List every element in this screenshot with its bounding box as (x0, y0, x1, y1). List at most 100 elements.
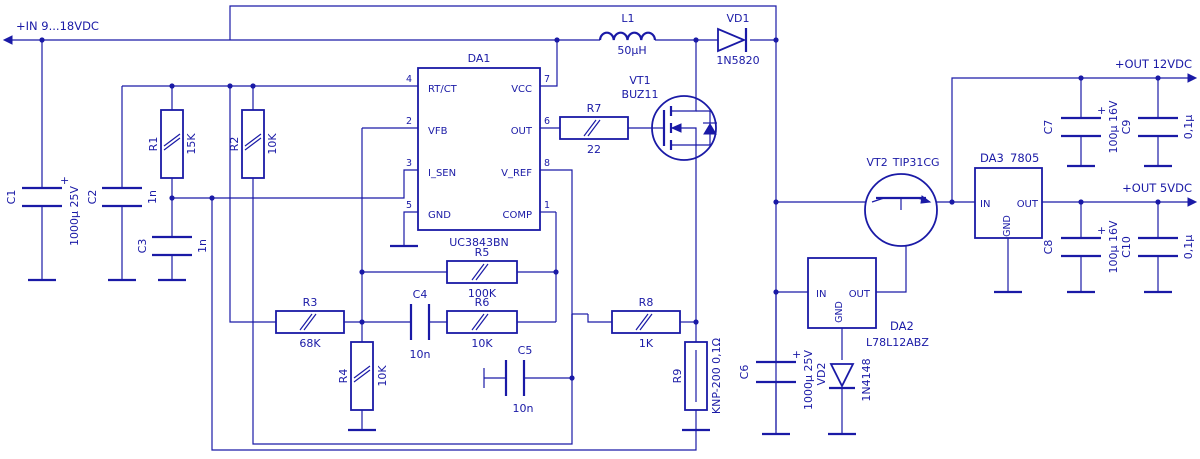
c5-ref: C5 (518, 344, 533, 357)
c3-ref: C3 (136, 239, 149, 254)
pin-label-vref: V_REF (501, 168, 532, 179)
pin-label-comp: COMP (502, 210, 532, 221)
capacitor-c10: C10 0,1µ (1120, 235, 1195, 260)
da2-ref: DA2 (890, 319, 914, 333)
r2-value: 10K (266, 133, 279, 155)
pin-number: 1 (544, 200, 550, 211)
r7-value: 22 (587, 143, 601, 156)
capacitor-c5: C5 10n (504, 344, 534, 415)
c7-polarity: + (1097, 104, 1106, 117)
da2-pin-in: IN (816, 289, 826, 300)
pin-number: 4 (406, 74, 412, 85)
r7-ref: R7 (587, 102, 602, 115)
resistor-r3: R3 68K (275, 296, 345, 350)
resistor-r6: R6 10K (446, 296, 518, 350)
c6-ref: C6 (738, 365, 751, 380)
ic-da2: IN OUT GND DA2 L78L12ABZ (807, 257, 929, 349)
r8-ref: R8 (639, 296, 654, 309)
c8-value: 100µ 16V (1107, 220, 1120, 273)
r5-ref: R5 (475, 246, 490, 259)
c5-value: 10n (513, 402, 534, 415)
input-label: +IN 9...18VDC (16, 19, 99, 33)
r4-ref: R4 (337, 369, 350, 384)
c9-ref: C9 (1120, 120, 1133, 135)
out5-label: +OUT 5VDC (1122, 181, 1192, 195)
junctions (39, 37, 1161, 381)
resistor-r5: R5 100K (446, 246, 518, 300)
c3-value: 1n (196, 239, 209, 253)
c8-polarity: + (1097, 224, 1106, 237)
resistor-r4: R4 10K (337, 341, 389, 411)
c9-value: 0,1µ (1182, 115, 1195, 140)
capacitor-c6: + C6 1000µ 25V (738, 348, 815, 410)
c6-polarity: + (792, 348, 801, 361)
ground-symbols (28, 164, 1172, 436)
r9-ref: R9 (671, 369, 684, 384)
c1-ref: C1 (5, 190, 18, 205)
capacitor-c8: + C8 100µ 16V (1042, 220, 1120, 273)
c1-polarity: + (60, 174, 69, 187)
r5-value: 100K (468, 287, 497, 300)
c2-value: 1n (146, 190, 159, 204)
c8-ref: C8 (1042, 240, 1055, 255)
c4-value: 10n (410, 348, 431, 361)
da3-part: 7805 (1010, 151, 1039, 165)
vd2-value: 1N4148 (860, 358, 873, 401)
r3-ref: R3 (303, 296, 318, 309)
da3-pin-gnd: GND (1002, 215, 1013, 237)
power-out12: +OUT 12VDC (1115, 57, 1198, 83)
vd1-value: 1N5820 (716, 54, 759, 67)
c4-ref: C4 (413, 288, 428, 301)
da2-part: L78L12ABZ (866, 336, 929, 349)
input-arrow-icon (2, 35, 13, 45)
r9-value: KNP-200 0,1Ω (710, 338, 723, 414)
r4-value: 10K (376, 365, 389, 387)
l1-ref: L1 (621, 12, 634, 25)
pin-label-out: OUT (511, 126, 533, 137)
c2-ref: C2 (86, 190, 99, 205)
pin-number: 2 (406, 116, 412, 127)
power-input: +IN 9...18VDC (2, 19, 99, 45)
vt1-ref: VT1 (629, 74, 650, 87)
resistor-r2: R2 10K (228, 109, 279, 179)
l1-value: 50µH (617, 44, 646, 57)
diode-icon (717, 27, 747, 53)
c7-ref: C7 (1042, 120, 1055, 135)
pin-number: 3 (406, 158, 412, 169)
diode-vd2: VD2 1N4148 (815, 358, 873, 401)
da2-pin-out: OUT (849, 289, 871, 300)
capacitor-c4: C4 10n (410, 288, 431, 361)
capacitor-c7: + C7 100µ 16V (1042, 100, 1120, 153)
output-arrow-icon (1187, 197, 1198, 207)
r8-value: 1K (639, 337, 654, 350)
r3-value: 68K (299, 337, 321, 350)
pin-number: 8 (544, 158, 550, 169)
da2-pin-gnd: GND (834, 301, 845, 323)
r1-value: 15K (185, 133, 198, 155)
pin-label-isen: I_SEN (428, 168, 456, 179)
transistor-vt1: VT1 BUZ11 (622, 74, 717, 162)
capacitor-c9: C9 0,1µ (1120, 115, 1195, 140)
resistor-r9: R9 KNP-200 0,1Ω (671, 338, 723, 414)
c7-value: 100µ 16V (1107, 100, 1120, 153)
ic-da1: DA1 UC3843BN RT/CT VFB I_SEN GND VCC OUT… (406, 52, 550, 249)
diode-icon (829, 363, 855, 389)
resistor-r1: R1 15K (147, 109, 198, 179)
pin-number: 6 (544, 116, 550, 127)
vd2-ref: VD2 (815, 363, 828, 386)
inductor-l1: L1 50µH (598, 12, 657, 57)
c10-value: 0,1µ (1182, 235, 1195, 260)
c6-value: 1000µ 25V (802, 350, 815, 410)
vd1-ref: VD1 (727, 12, 750, 25)
pin-number: 5 (406, 200, 412, 211)
capacitor-c2: C2 1n (86, 186, 159, 208)
pin-number: 7 (544, 74, 550, 85)
c1-value: 1000µ 25V (68, 186, 81, 246)
power-out5: +OUT 5VDC (1122, 181, 1198, 207)
out12-label: +OUT 12VDC (1115, 57, 1192, 71)
da3-ref: DA3 (980, 151, 1004, 165)
diode-vd1: VD1 1N5820 (716, 12, 759, 67)
